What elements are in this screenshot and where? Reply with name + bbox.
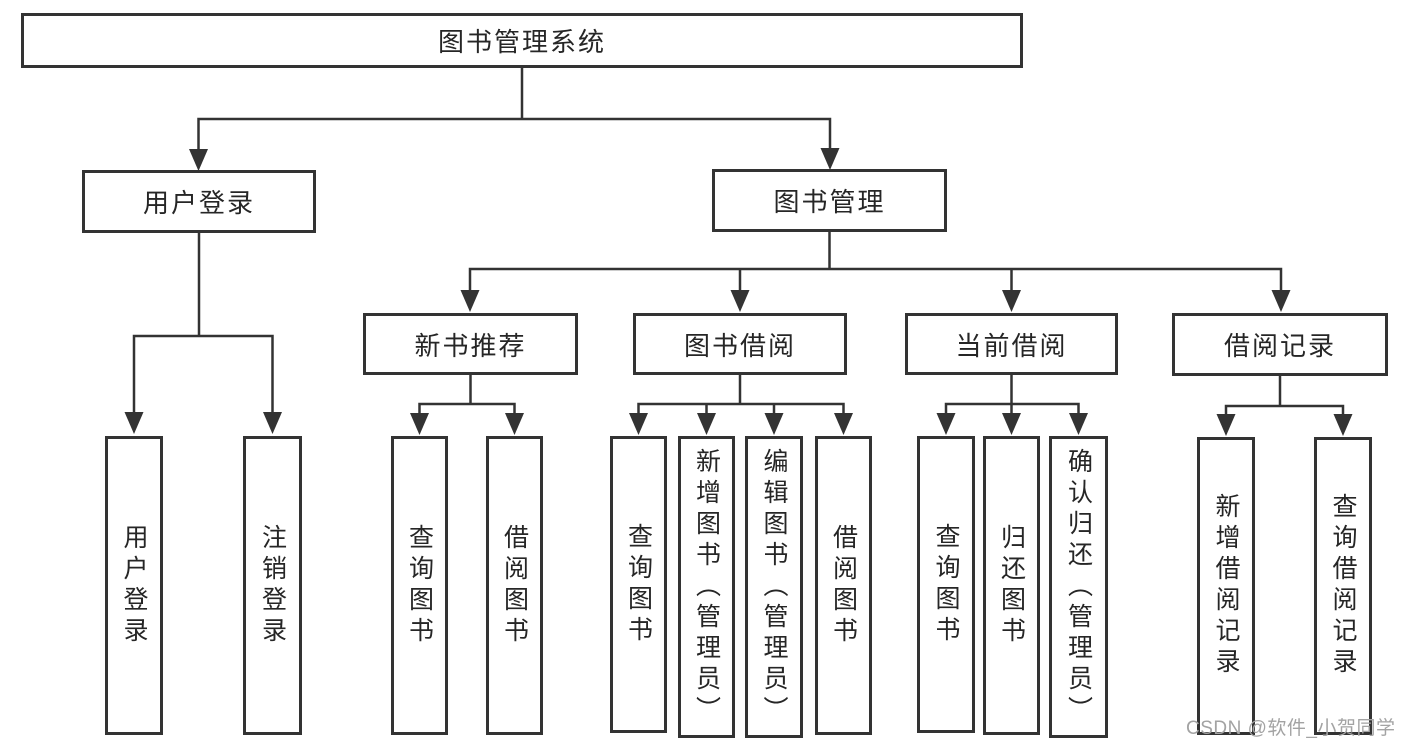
arrow-down-icon — [730, 290, 750, 312]
arrow-down-icon — [1216, 414, 1236, 436]
arrow-down-icon — [263, 412, 282, 434]
arrowheads-user-login-group — [124, 412, 282, 434]
arrowheads-book-borrow-group — [629, 413, 853, 435]
leaf-query-books-2: 查询图书 — [610, 436, 667, 733]
leaf-query-books-1: 查询图书 — [391, 436, 448, 735]
node-book-borrow: 图书借阅 — [633, 313, 847, 375]
arrow-down-icon — [1002, 290, 1021, 312]
arrow-down-icon — [629, 413, 648, 435]
arrowheads-new-book-group — [410, 413, 524, 435]
node-current-borrow: 当前借阅 — [905, 313, 1118, 375]
arrow-down-icon — [1333, 414, 1353, 436]
csdn-watermark: CSDN @软件_小贺同学 — [1186, 718, 1396, 739]
arrow-down-icon — [410, 413, 429, 435]
node-borrow-records: 借阅记录 — [1172, 313, 1388, 376]
node-new-book-recommend: 新书推荐 — [363, 313, 578, 375]
leaf-query-borrow-record: 查询借阅记录 — [1314, 437, 1372, 735]
arrow-down-icon — [505, 413, 524, 435]
arrowheads-root-group — [189, 148, 840, 171]
leaf-query-books-3: 查询图书 — [917, 436, 975, 733]
arrow-down-icon — [1069, 413, 1088, 435]
leaf-confirm-return-admin: 确认归还（管理员） — [1049, 436, 1108, 738]
node-book-management: 图书管理 — [712, 169, 947, 232]
connector-current-borrow-group — [944, 373, 1080, 419]
leaf-user-login: 用户登录 — [105, 436, 163, 735]
arrow-down-icon — [764, 413, 784, 435]
leaf-borrow-books-2: 借阅图书 — [815, 436, 872, 735]
arrow-down-icon — [834, 413, 853, 435]
arrow-down-icon — [124, 412, 144, 434]
arrow-down-icon — [1271, 290, 1291, 312]
connector-new-book-group — [418, 373, 516, 419]
leaf-edit-books-admin: 编辑图书（管理员） — [745, 436, 803, 738]
leaf-logout: 注销登录 — [243, 436, 302, 735]
connector-root-group — [197, 66, 832, 154]
arrow-down-icon — [1002, 413, 1021, 435]
arrowheads-book-mgmt-group — [460, 290, 1291, 312]
connector-user-login-group — [132, 231, 274, 417]
arrow-down-icon — [460, 290, 480, 312]
connector-book-borrow-group — [637, 373, 845, 419]
arrowheads-borrow-records-group — [1216, 414, 1353, 436]
arrowheads-current-borrow-group — [936, 413, 1088, 435]
arrow-down-icon — [189, 149, 208, 171]
leaf-add-borrow-record: 新增借阅记录 — [1197, 437, 1255, 735]
leaf-add-books-admin: 新增图书（管理员） — [678, 436, 735, 738]
arrow-down-icon — [820, 148, 840, 170]
arrow-down-icon — [697, 413, 716, 435]
node-user-login: 用户登录 — [82, 170, 316, 233]
connector-borrow-records-group — [1224, 374, 1345, 420]
leaf-borrow-books-1: 借阅图书 — [486, 436, 543, 735]
leaf-return-books: 归还图书 — [983, 436, 1040, 735]
arrow-down-icon — [936, 413, 956, 435]
node-root-library-system: 图书管理系统 — [21, 13, 1023, 68]
connector-book-mgmt-group — [468, 230, 1283, 295]
